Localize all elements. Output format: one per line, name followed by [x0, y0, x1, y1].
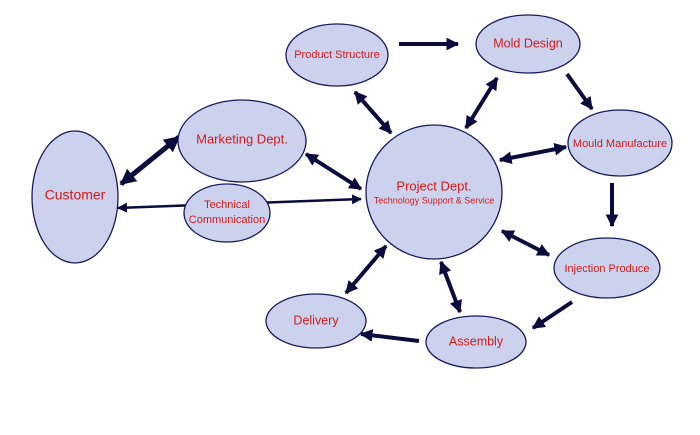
mold-design-label: Mold Design [493, 36, 563, 50]
delivery-label: Delivery [293, 313, 339, 327]
arrow-project-mould-manufacture [498, 142, 568, 165]
node-product-structure: Product Structure [285, 23, 389, 87]
technical-communication-label-line1: Technical [204, 199, 250, 211]
technical-communication-label-line2: Communication [189, 214, 265, 226]
injection-produce-label: Injection Produce [565, 263, 650, 275]
product-structure-label: Product Structure [294, 49, 380, 61]
node-mold-design: Mold Design [475, 14, 581, 74]
arrow-mold-design-to-mould-manufacture [565, 72, 594, 111]
node-delivery: Delivery [265, 293, 367, 349]
arrow-product-structure-project [353, 90, 393, 135]
mould-manufacture-label: Mould Manufacture [573, 138, 667, 150]
node-mould-manufacture: Mould Manufacture [567, 109, 673, 177]
arrow-assembly-to-delivery [359, 329, 420, 343]
node-project-dept: Project Dept. Technology Support & Servi… [365, 124, 503, 260]
arrow-marketing-project [304, 152, 363, 191]
assembly-label: Assembly [449, 334, 504, 348]
arrow-customer-marketing [119, 135, 181, 186]
node-marketing-dept: Marketing Dept. [177, 99, 307, 183]
marketing-dept-label: Marketing Dept. [196, 131, 288, 146]
arrow-mold-design-project [464, 76, 499, 130]
arrow-project-delivery [344, 244, 388, 295]
node-assembly: Assembly [425, 315, 527, 369]
connectors [117, 37, 619, 343]
arrow-project-assembly [439, 260, 462, 314]
project-dept-sublabel: Technology Support & Service [374, 195, 495, 205]
project-dept-label: Project Dept. [396, 178, 471, 193]
node-customer: Customer [31, 130, 119, 264]
arrow-injection-to-assembly [531, 300, 574, 330]
customer-label: Customer [45, 187, 106, 203]
arrow-project-injection [500, 229, 551, 257]
node-technical-communication: Technical Communication [183, 183, 271, 243]
node-injection-produce: Injection Produce [553, 237, 661, 299]
